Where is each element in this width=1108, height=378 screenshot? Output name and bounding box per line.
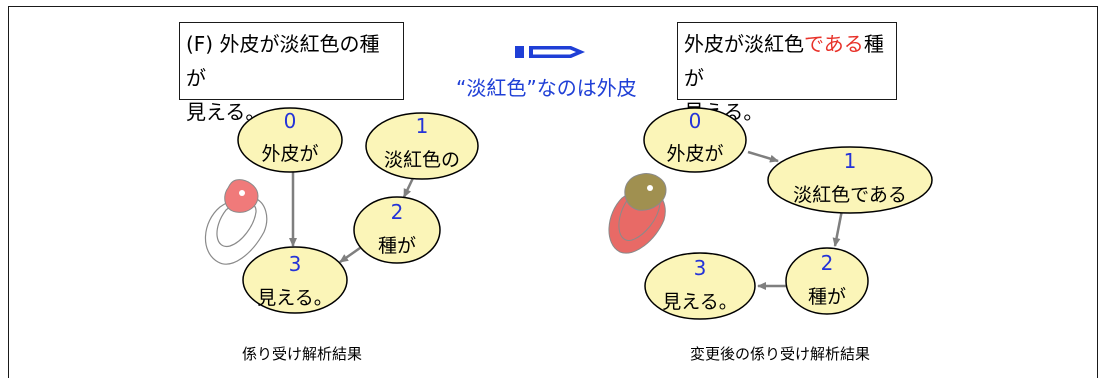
left-node-2-text: 種が <box>378 235 416 257</box>
left-node-0: 0 外皮が <box>237 107 343 173</box>
left-caption: 係り受け解析結果 <box>242 345 363 363</box>
left-node-3: 3 見える。 <box>242 246 348 314</box>
right-node-3: 3 見える。 <box>644 252 756 320</box>
right-node-0-text: 外皮が <box>666 143 723 165</box>
left-node-1-number: 1 <box>416 114 429 138</box>
original-sentence-line1: (F) 外皮が淡紅色の種が <box>186 32 380 90</box>
right-node-2-number: 2 <box>821 251 834 275</box>
right-node-1-number: 1 <box>844 149 857 173</box>
modified-sentence-line1-start: 外皮が淡紅色 <box>684 32 804 56</box>
modified-sentence-line1-end: 種が <box>684 32 884 90</box>
left-node-3-number: 3 <box>289 252 302 276</box>
left-node-1: 1 淡紅色の <box>365 112 479 180</box>
seed-icon-modified <box>608 173 667 254</box>
explanation-label: “淡紅色”なのは外皮 <box>456 76 637 100</box>
left-node-0-number: 0 <box>284 109 297 133</box>
left-node-2: 2 種が <box>353 196 441 264</box>
left-node-2-number: 2 <box>391 200 404 224</box>
seed-icon-original <box>204 179 268 265</box>
original-sentence-box: (F) 外皮が淡紅色の種が 見える。 <box>179 22 404 124</box>
left-node-1-text: 淡紅色の <box>384 149 460 171</box>
right-edge-1-2 <box>832 209 844 247</box>
right-node-1: 1 淡紅色である <box>767 146 933 214</box>
modified-sentence-line1: 外皮が淡紅色である種が <box>684 27 890 95</box>
right-node-2-text: 種が <box>808 286 846 308</box>
left-edge-1-2 <box>402 177 415 198</box>
left-edge-2-3 <box>339 246 361 264</box>
right-edge-0-1 <box>747 150 779 163</box>
left-node-0-text: 外皮が <box>261 143 318 165</box>
right-caption: 変更後の係り受け解析結果 <box>690 345 871 363</box>
left-node-3-text: 見える。 <box>257 287 332 309</box>
right-node-1-text: 淡紅色である <box>793 184 907 206</box>
highlighted-word: である <box>804 32 864 56</box>
right-node-2: 2 種が <box>785 247 869 315</box>
right-node-3-number: 3 <box>694 256 707 280</box>
right-node-0-number: 0 <box>689 109 702 133</box>
right-node-3-text: 見える。 <box>662 291 737 313</box>
transform-arrow-icon <box>515 46 585 58</box>
right-node-0: 0 外皮が <box>643 107 747 173</box>
